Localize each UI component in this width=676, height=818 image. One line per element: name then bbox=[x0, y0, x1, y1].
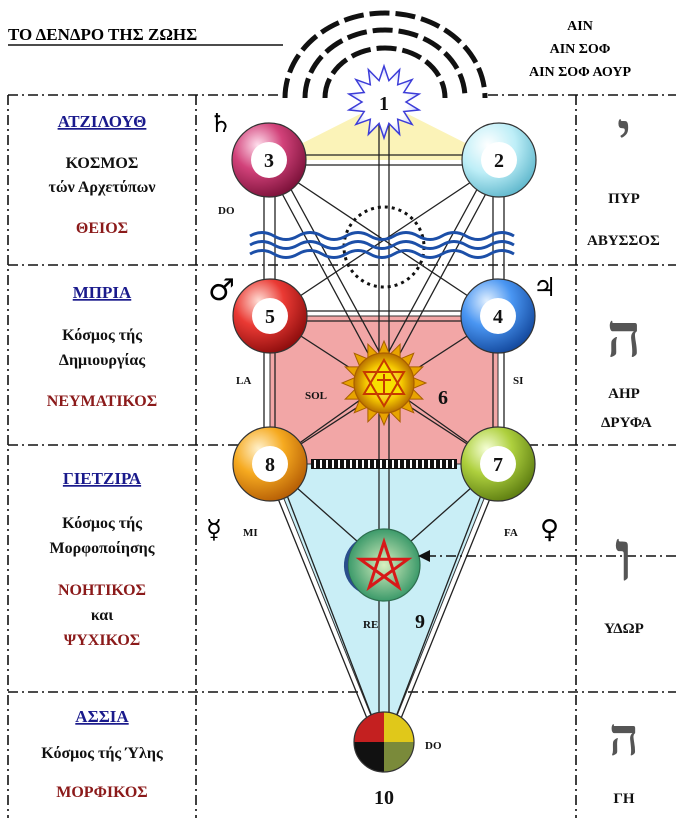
world-desc-1: Κόσμος τής bbox=[62, 515, 142, 532]
note-si: SI bbox=[513, 375, 523, 387]
world-desc-2: Δημιουργίας bbox=[59, 352, 145, 369]
ain-line-1: ΑΙΝ bbox=[567, 19, 593, 34]
world-desc-2: Μορφοποίησης bbox=[50, 540, 155, 557]
world-assiah: ΑΣΣΙΑ Κόσμος τής Ύλης ΜΟΡΦΙΚΟΣ bbox=[41, 707, 163, 801]
world-kind-1: ΘΕΙΟΣ bbox=[76, 220, 128, 237]
world-yetzirah: ΓΙΕΤΖΙΡΑ Κόσμος τής Μορφοποίησης ΝΟΗΤΙΚΟ… bbox=[50, 469, 155, 649]
sephira-10-number: 10 bbox=[374, 787, 394, 809]
saturn-icon: ♄ bbox=[209, 109, 232, 139]
hebrew-vav-icon: ו bbox=[615, 514, 633, 597]
element-fire: י ΠΥΡ ΑΒΥΣΣΟΣ bbox=[587, 102, 660, 249]
note-do-top: DO bbox=[218, 205, 235, 217]
page-title: ΤΟ ΔΕΝΔΡΟ ΤΗΣ ΖΩΗΣ bbox=[8, 25, 197, 44]
hebrew-yod-icon: י bbox=[617, 102, 631, 163]
element-water: ו ΥΔΩΡ bbox=[604, 514, 644, 637]
sephira-5: 5 bbox=[233, 279, 307, 353]
sephira-6-number: 6 bbox=[438, 387, 448, 409]
world-kind-2: και bbox=[91, 607, 113, 624]
world-briah: ΜΠΡΙΑ Κόσμος τής Δημιουργίας ΝΕΥΜΑΤΙΚΟΣ bbox=[47, 283, 157, 410]
element-label-2: ΔΡΥΦΑ bbox=[601, 415, 652, 431]
mercury-icon: ☿ bbox=[206, 515, 222, 545]
note-la: LA bbox=[236, 375, 251, 387]
sephira-9-number: 9 bbox=[415, 611, 425, 633]
element-air: ה ΑΗΡ ΔΡΥΦΑ bbox=[601, 301, 652, 431]
venus-icon: ♀ bbox=[540, 515, 559, 545]
sephira-2-number: 2 bbox=[494, 150, 504, 172]
world-kind-1: ΝΟΗΤΙΚΟΣ bbox=[58, 582, 146, 599]
world-desc-1: Κόσμος τής bbox=[62, 327, 142, 344]
mars-icon: ♂ bbox=[208, 273, 235, 308]
sephira-7-number: 7 bbox=[493, 454, 503, 476]
sephira-5-number: 5 bbox=[265, 306, 275, 328]
abyss-label: ΑΒΥΣΣΟΣ bbox=[587, 233, 660, 249]
note-sol: SOL bbox=[305, 390, 327, 402]
world-desc-2: τών Αρχετύπων bbox=[49, 179, 156, 196]
sephira-2: 2 bbox=[462, 123, 536, 197]
ain-line-2: ΑΙΝ ΣΟΦ bbox=[550, 42, 611, 57]
sephira-1-number: 1 bbox=[379, 93, 389, 115]
world-kind-3: ΨΥΧΙΚΟΣ bbox=[64, 632, 140, 649]
sephira-7: 7 bbox=[461, 427, 535, 501]
abyss-waves bbox=[250, 233, 514, 258]
formation-zone bbox=[270, 464, 498, 748]
hebrew-he-final-icon: ה bbox=[609, 707, 639, 768]
world-name: ΑΣΣΙΑ bbox=[75, 707, 129, 726]
jupiter-icon: ♃ bbox=[533, 273, 556, 303]
world-name: ΓΙΕΤΖΙΡΑ bbox=[63, 469, 142, 488]
element-label: ΠΥΡ bbox=[608, 191, 640, 207]
note-do-bottom: DO bbox=[425, 740, 442, 752]
world-name: ΑΤΖΙΛΟΥΘ bbox=[58, 112, 147, 131]
ain-block: ΑΙΝ ΑΙΝ ΣΟΦ ΑΙΝ ΣΟΦ ΑΟΥΡ bbox=[529, 19, 631, 80]
world-name: ΜΠΡΙΑ bbox=[73, 283, 132, 302]
ain-line-3: ΑΙΝ ΣΟΦ ΑΟΥΡ bbox=[529, 65, 631, 80]
sephira-4-number: 4 bbox=[493, 306, 503, 328]
note-mi: MI bbox=[243, 527, 258, 539]
element-label: ΑΗΡ bbox=[608, 386, 640, 402]
note-re: RE bbox=[363, 619, 378, 631]
hebrew-he-icon: ה bbox=[607, 301, 642, 371]
sephira-4: 4 bbox=[461, 279, 535, 353]
world-desc-1: Κόσμος τής Ύλης bbox=[41, 745, 163, 762]
element-earth: ה ΓΗ bbox=[609, 707, 639, 807]
sephira-8-number: 8 bbox=[265, 454, 275, 476]
world-kind-1: ΜΟΡΦΙΚΟΣ bbox=[56, 784, 147, 801]
sephira-8: 8 bbox=[233, 427, 307, 501]
sephira-10: 10 bbox=[354, 712, 414, 809]
sephira-3: 3 bbox=[232, 123, 306, 197]
element-label: ΥΔΩΡ bbox=[604, 621, 644, 637]
sephira-3-number: 3 bbox=[264, 150, 274, 172]
veil-bridge bbox=[311, 459, 457, 469]
world-atziluth: ΑΤΖΙΛΟΥΘ ΚΟΣΜΟΣ τών Αρχετύπων ΘΕΙΟΣ bbox=[49, 112, 156, 237]
element-label: ΓΗ bbox=[613, 791, 635, 807]
world-desc-1: ΚΟΣΜΟΣ bbox=[66, 155, 139, 172]
note-fa: FA bbox=[504, 527, 518, 539]
world-kind-1: ΝΕΥΜΑΤΙΚΟΣ bbox=[47, 393, 157, 410]
